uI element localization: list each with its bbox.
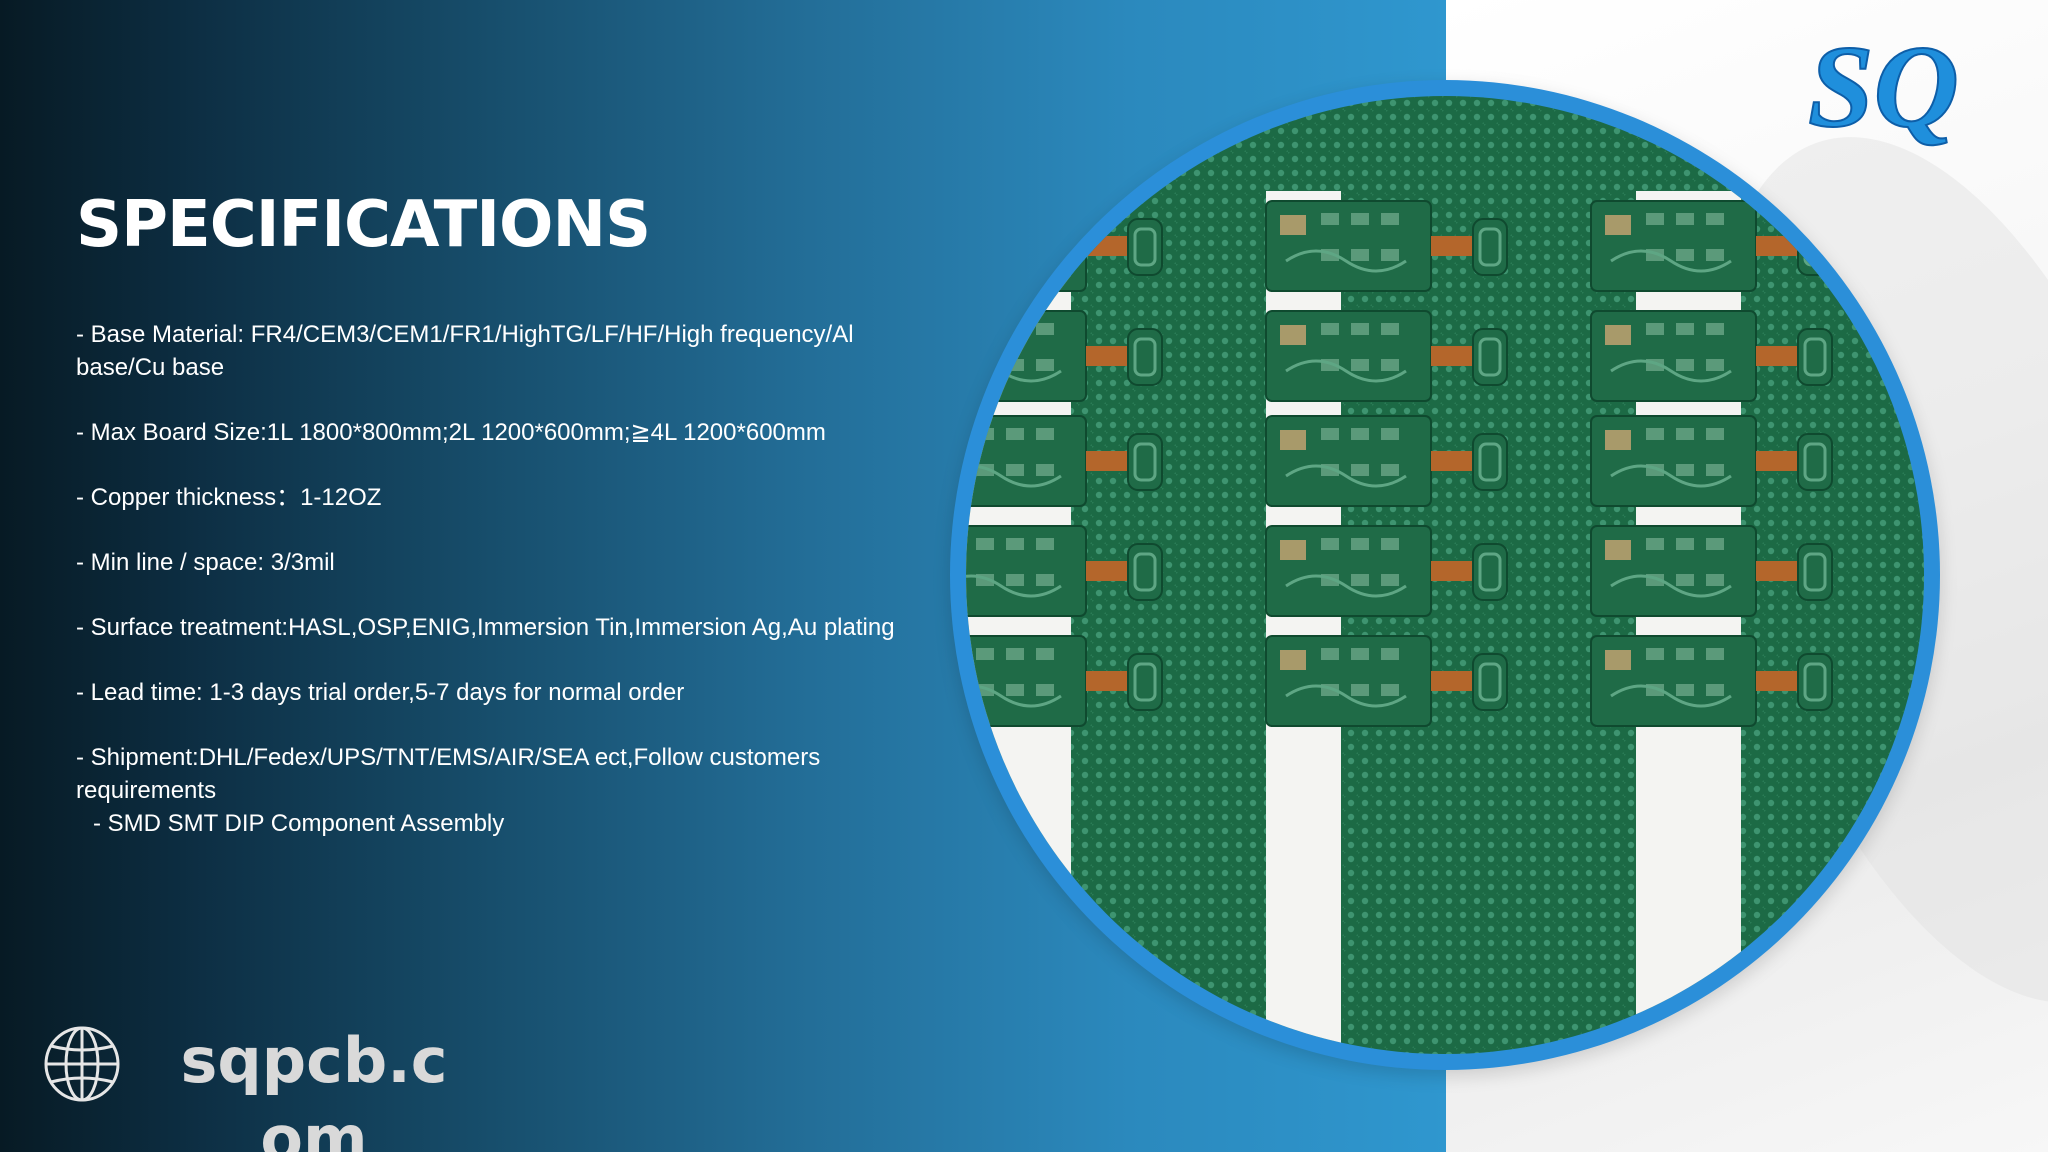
page-title: SPECIFICATIONS [76, 188, 651, 262]
spec-list: - Base Material: FR4/CEM3/CEM1/FR1/HighT… [76, 318, 896, 840]
spec-surface-treatment: - Surface treatment:HASL,OSP,ENIG,Immers… [76, 614, 895, 641]
spec-max-board-size: - Max Board Size:1L 1800*800mm;2L 1200*6… [76, 419, 826, 446]
website-link[interactable]: sqpcb.com [180, 1024, 448, 1152]
spec-base-material: - Base Material: FR4/CEM3/CEM1/FR1/HighT… [76, 321, 854, 381]
pcb-illustration [966, 96, 1924, 1054]
spec-lead-time: - Lead time: 1-3 days trial order,5-7 da… [76, 679, 685, 706]
spec-min-line-space: - Min line / space: 3/3mil [76, 549, 335, 576]
spec-copper-thickness: - Copper thickness：1-12OZ [76, 484, 382, 511]
pcb-product-photo [966, 96, 1924, 1054]
spec-assembly: - SMD SMT DIP Component Assembly [93, 810, 505, 837]
globe-icon [44, 1026, 120, 1102]
spec-shipment: - Shipment:DHL/Fedex/UPS/TNT/EMS/AIR/SEA… [76, 744, 821, 804]
sq-logo-text: SQ [1808, 22, 1959, 152]
sq-logo: SQ [1807, 22, 1960, 152]
